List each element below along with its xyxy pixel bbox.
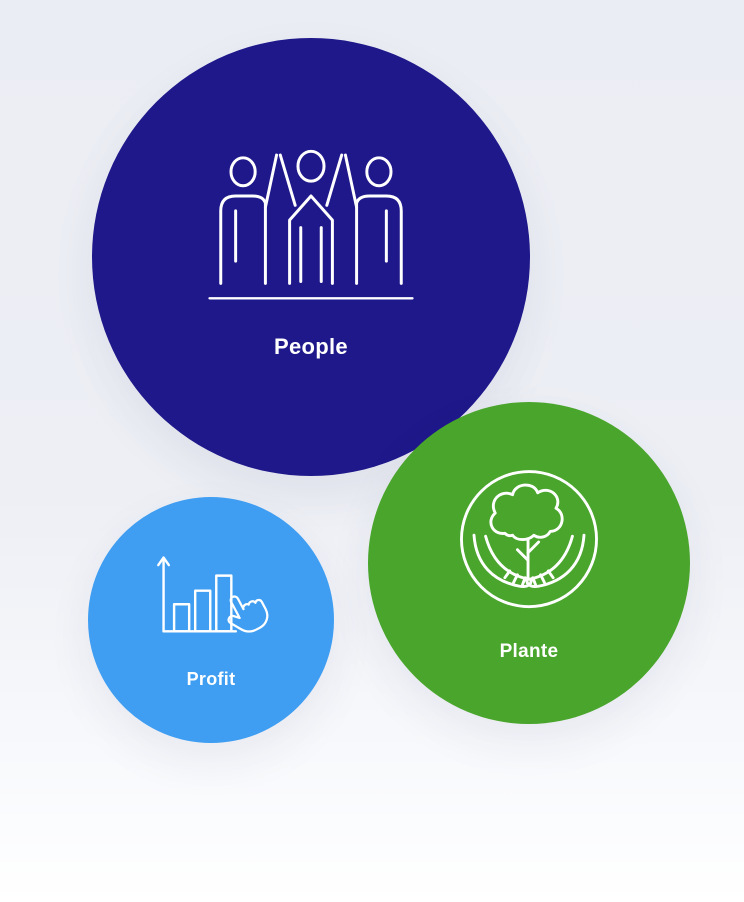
tree-in-hands-icon (447, 460, 611, 624)
bubble-people: People (92, 38, 530, 476)
bubble-label-people: People (274, 333, 348, 359)
people-group-icon (204, 142, 418, 308)
bubble-label-plante: Plante (499, 641, 559, 662)
bubble-profit: Profit (88, 497, 334, 743)
bubble-label-profit: Profit (186, 668, 236, 689)
bar-chart-click-icon (147, 541, 275, 654)
bubble-plante: Plante (368, 402, 690, 724)
